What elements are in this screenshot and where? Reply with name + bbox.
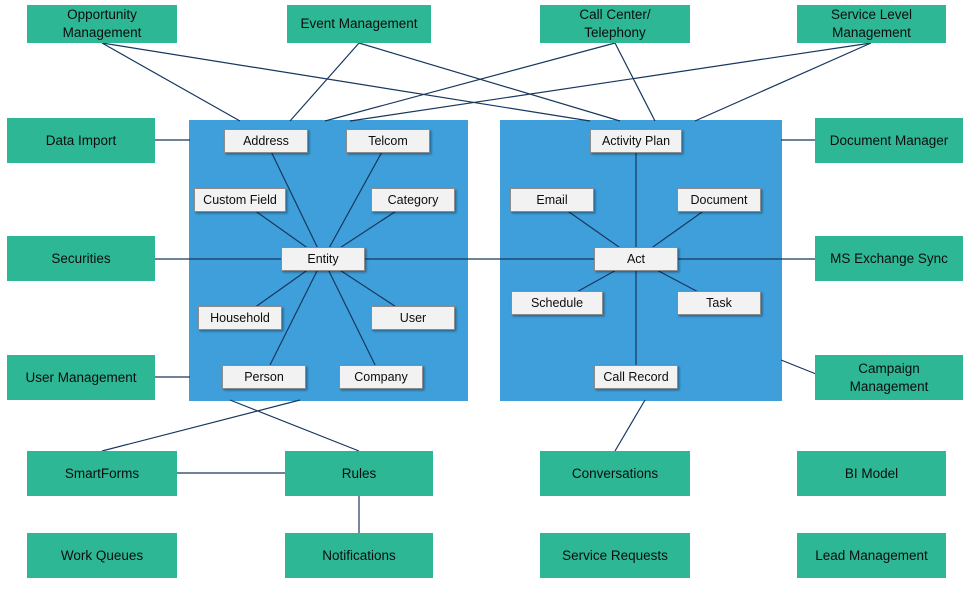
entity-telcom: Telcom xyxy=(346,129,430,153)
edge-entity--person xyxy=(263,258,324,378)
entity-person: Person xyxy=(222,365,306,389)
edge-entity--company xyxy=(322,258,382,378)
entity-entity: Entity xyxy=(281,247,365,271)
edge-opportunity-management--left-panel xyxy=(101,42,241,122)
entity-document: Document xyxy=(677,188,761,212)
module-notifications: Notifications xyxy=(285,533,433,578)
edge-left-panel--smartforms xyxy=(101,399,301,452)
entity-custom-field: Custom Field xyxy=(194,188,286,212)
entity-activity-plan: Activity Plan xyxy=(590,129,682,153)
module-service-requests: Service Requests xyxy=(540,533,690,578)
entity-household: Household xyxy=(198,306,282,330)
entity-schedule: Schedule xyxy=(511,291,603,315)
module-smartforms: SmartForms xyxy=(27,451,177,496)
module-campaign-management: Campaign Management xyxy=(815,355,963,400)
edge-right-panel--conversations xyxy=(614,399,646,452)
edge-entity--address xyxy=(265,140,324,260)
edge-call-center-telephony--right-panel xyxy=(614,42,656,122)
module-securities: Securities xyxy=(7,236,155,281)
entity-category: Category xyxy=(371,188,455,212)
entity-address: Address xyxy=(224,129,308,153)
module-opportunity-management: Opportunity Management xyxy=(27,5,177,43)
entity-company: Company xyxy=(339,365,423,389)
edge-opportunity-management--right-panel xyxy=(101,42,591,122)
entity-task: Task xyxy=(677,291,761,315)
module-event-management: Event Management xyxy=(287,5,431,43)
entity-user: User xyxy=(371,306,455,330)
edge-service-level-management--left-panel xyxy=(349,42,872,122)
entity-act: Act xyxy=(594,247,678,271)
edge-service-level-management--right-panel xyxy=(694,42,872,122)
edge-event-management--right-panel xyxy=(358,42,621,122)
module-document-manager: Document Manager xyxy=(815,118,963,163)
edge-left-panel--rules xyxy=(229,399,360,452)
entity-email: Email xyxy=(510,188,594,212)
module-call-center-telephony: Call Center/ Telephony xyxy=(540,5,690,43)
module-data-import: Data Import xyxy=(7,118,155,163)
module-user-management: User Management xyxy=(7,355,155,400)
module-rules: Rules xyxy=(285,451,433,496)
module-bi-model: BI Model xyxy=(797,451,946,496)
edge-call-center-telephony--left-panel xyxy=(324,42,616,122)
module-ms-exchange-sync: MS Exchange Sync xyxy=(815,236,963,281)
module-work-queues: Work Queues xyxy=(27,533,177,578)
edge-right-panel--campaign-management xyxy=(780,359,817,375)
edge-event-management--left-panel xyxy=(289,42,360,122)
entity-call-record: Call Record xyxy=(594,365,678,389)
module-lead-management: Lead Management xyxy=(797,533,946,578)
module-conversations: Conversations xyxy=(540,451,690,496)
module-service-level-management: Service Level Management xyxy=(797,5,946,43)
edge-entity--telcom xyxy=(322,140,389,260)
